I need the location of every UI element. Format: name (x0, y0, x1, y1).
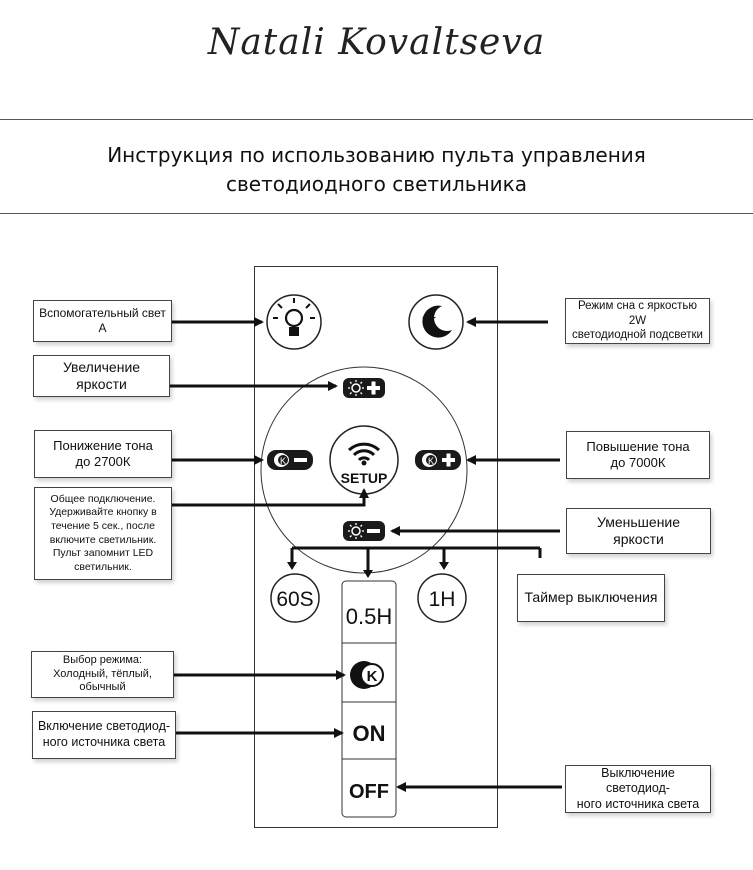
off-button[interactable]: OFF (349, 781, 389, 803)
label-led-on-line1: Включение светодиод- (37, 719, 171, 734)
svg-text:K: K (428, 456, 434, 466)
k-plus-icon: K (422, 453, 455, 467)
svg-text:OFF: OFF (349, 781, 389, 803)
label-led-on-line2: ного источника света (42, 735, 166, 749)
label-mode-select-line1: Выбор режима: (62, 653, 143, 666)
label-led-off: Выключение светодиод- ного источника све… (565, 765, 711, 813)
brand-logo: Natali Kovaltseva (207, 22, 546, 63)
control-ring (260, 366, 468, 574)
label-aux-light-text: Вспомогательный свет А (39, 306, 166, 335)
sun-plus-icon (348, 380, 380, 396)
label-brightness-down-text: Уменьшение яркости (596, 513, 681, 548)
label-mode-select-line2: Холодный, тёплый, обычный (53, 667, 152, 694)
tone-up-button[interactable]: K (415, 450, 461, 470)
label-pairing-line2: Удерживайте кнопку в (49, 506, 157, 519)
timer-05h-button[interactable]: 0.5H (346, 604, 392, 629)
label-off-timer-text: Таймер выключения (524, 589, 658, 606)
k-minus-icon: K (274, 453, 307, 467)
label-led-off-line1: Выключение светодиод- (601, 765, 675, 796)
svg-text:60S: 60S (276, 588, 313, 611)
label-brightness-up-text: Увеличение яркости (62, 358, 141, 393)
label-led-on: Включение светодиод- ного источника свет… (32, 711, 176, 759)
label-tone-up-line1: Повышение тона (586, 438, 690, 454)
sleep-mode-button[interactable] (408, 294, 464, 350)
svg-text:K: K (367, 668, 378, 685)
label-off-timer: Таймер выключения (517, 574, 665, 622)
label-sleep-mode-line2: светодиодной подсветки (572, 329, 703, 342)
wifi-icon (347, 442, 381, 466)
label-aux-light: Вспомогательный свет А (33, 300, 172, 342)
bulb-icon (273, 298, 315, 336)
svg-text:1H: 1H (429, 588, 456, 611)
tone-down-button[interactable]: K (267, 450, 313, 470)
label-brightness-down: Уменьшение яркости (566, 508, 711, 554)
brightness-down-button[interactable] (343, 521, 385, 541)
label-brightness-up: Увеличение яркости (33, 355, 170, 397)
timer-60s-button[interactable]: 60S (270, 573, 320, 623)
label-pairing-line6: светильник. (74, 560, 132, 573)
setup-button[interactable]: SETUP (329, 425, 399, 495)
button-column (341, 580, 397, 818)
connector-arrows (170, 317, 562, 792)
sun-minus-icon (348, 523, 380, 539)
label-led-off-line2: ного источника света (576, 796, 700, 811)
page-title-line2: светодиодного светильника (226, 172, 527, 196)
label-tone-up: Повышение тона до 7000К (566, 431, 710, 479)
k-mode-icon: K (350, 661, 384, 689)
label-pairing-line1: Общее подключение. (50, 492, 156, 505)
moon-star-icon (422, 305, 452, 338)
label-sleep-mode-line1: Режим сна с яркостью 2W (577, 300, 698, 327)
title-divider (0, 213, 753, 214)
label-pairing-line3: течение 5 сек., после (51, 519, 155, 532)
page-title-line1: Инструкция по использованию пульта управ… (107, 143, 646, 167)
brightness-up-button[interactable] (343, 378, 385, 398)
on-button[interactable]: ON (353, 721, 386, 746)
aux-light-button[interactable] (266, 294, 322, 350)
label-tone-down-line1: Понижение тона (53, 437, 153, 453)
setup-label: SETUP (341, 470, 388, 486)
label-tone-down: Понижение тона до 2700К (34, 430, 172, 478)
label-pairing: Общее подключение. Удерживайте кнопку в … (34, 487, 172, 580)
svg-text:0.5H: 0.5H (346, 604, 392, 629)
label-pairing-line5: Пульт запомнит LED (52, 547, 154, 560)
top-divider (0, 119, 753, 120)
svg-text:ON: ON (353, 721, 386, 746)
label-tone-up-line2: до 7000К (610, 455, 666, 470)
svg-text:K: K (280, 456, 286, 466)
label-pairing-line4: включите светильник. (49, 533, 157, 546)
label-tone-down-line2: до 2700К (75, 454, 131, 469)
label-sleep-mode: Режим сна с яркостью 2W светодиодной под… (565, 298, 710, 344)
timer-bracket (290, 546, 542, 574)
label-mode-select: Выбор режима: Холодный, тёплый, обычный (31, 651, 174, 698)
mode-select-button[interactable]: K (350, 661, 384, 689)
timer-1h-button[interactable]: 1H (417, 573, 467, 623)
